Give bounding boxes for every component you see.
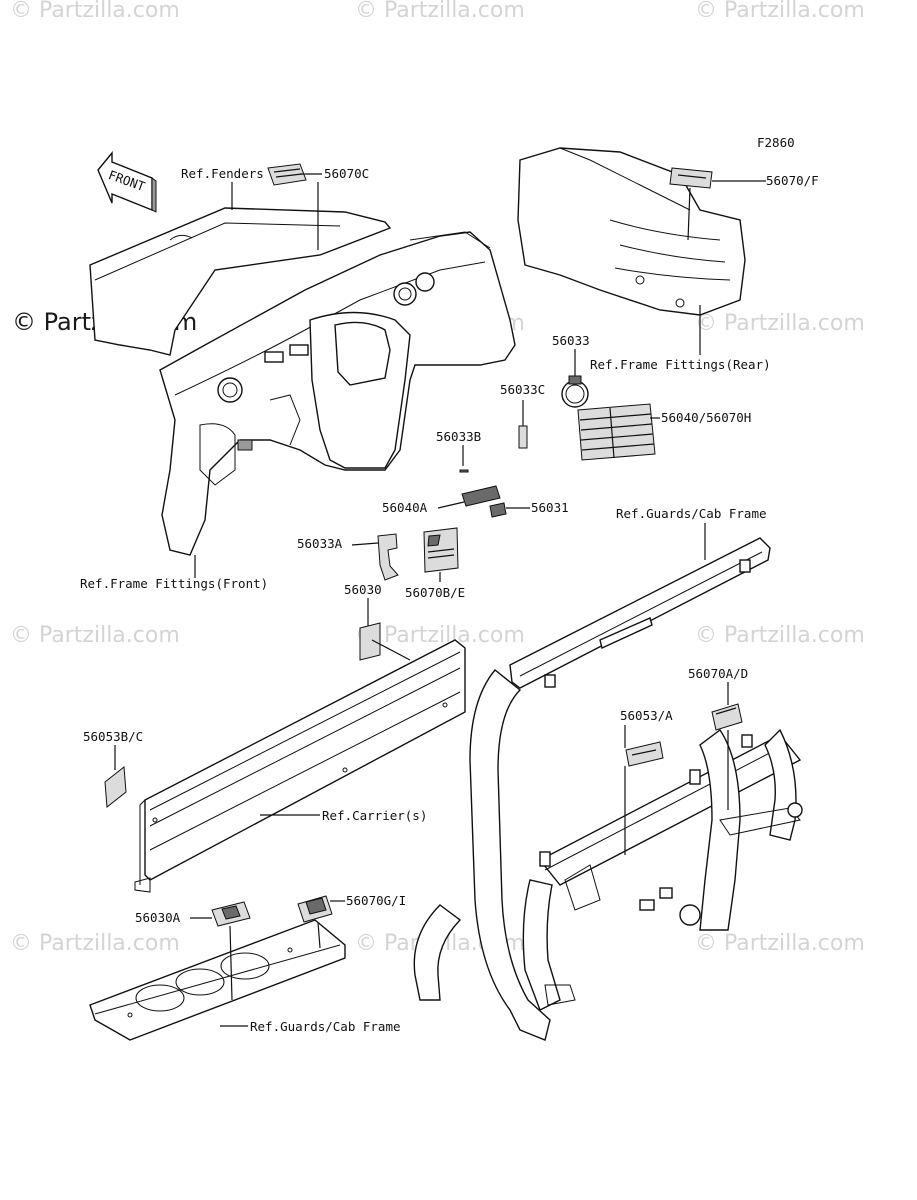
decal-56070GI: [297, 895, 345, 949]
label-56040-56070H: 56040/56070H: [661, 410, 751, 425]
label-ref-fenders: Ref.Fenders: [181, 166, 264, 181]
label-56033: 56033: [552, 333, 590, 348]
label-56030: 56030: [344, 582, 382, 597]
rear-fender-panel: [517, 147, 746, 316]
watermark: © Partzilla.com: [695, 0, 865, 23]
decal-56030A: [190, 901, 251, 1001]
label-ref-guards-cab-2: Ref.Guards/Cab Frame: [250, 1019, 401, 1034]
label-56053BC: 56053B/C: [83, 729, 143, 744]
watermark: © Partzilla.com: [10, 931, 180, 956]
figure-code: F2860: [757, 135, 795, 150]
decal-56031: [489, 502, 530, 518]
label-56070GI: 56070G/I: [346, 893, 406, 908]
label-56070F: 56070/F: [766, 173, 819, 188]
label-56030A: 56030A: [135, 910, 181, 925]
decal-56053BC: [104, 745, 127, 808]
label-ref-frame-front: Ref.Frame Fittings(Front): [80, 576, 268, 591]
decal-56030: [359, 598, 411, 661]
watermark: © Partzilla.com: [355, 0, 525, 23]
dashboard-panel: [89, 207, 516, 556]
watermark: © Partzilla.com: [355, 623, 525, 648]
front-arrow: FRONT: [97, 151, 157, 213]
label-56070BE: 56070B/E: [405, 585, 465, 600]
decal-56070AD: [711, 682, 743, 810]
decal-56070C: [267, 163, 322, 250]
watermark: © Partzilla.com: [695, 311, 865, 336]
decal-56033: [561, 349, 589, 408]
cab-frame: [413, 537, 803, 1041]
label-56070C: 56070C: [324, 166, 369, 181]
label-ref-carriers: Ref.Carrier(s): [322, 808, 427, 823]
label-56033B: 56033B: [436, 429, 481, 444]
decal-56033A: [351, 533, 399, 581]
label-56033A: 56033A: [297, 536, 343, 551]
label-ref-guards-cab-1: Ref.Guards/Cab Frame: [616, 506, 767, 521]
floor-plate: [89, 919, 346, 1041]
watermark: © Partzilla.com: [695, 623, 865, 648]
label-56053A: 56053/A: [620, 708, 673, 723]
watermark: © Partzilla.com: [10, 0, 180, 23]
label-56031: 56031: [531, 500, 569, 515]
watermark: © Partzilla.com: [10, 623, 180, 648]
decal-56033B: [459, 445, 469, 473]
decal-56070F: [669, 167, 766, 241]
label-56033C: 56033C: [500, 382, 545, 397]
carrier-panel: [134, 639, 466, 893]
decal-56033C: [518, 400, 528, 449]
label-56040A: 56040A: [382, 500, 428, 515]
label-ref-frame-rear: Ref.Frame Fittings(Rear): [590, 357, 771, 372]
watermark: © Partzilla.com: [695, 931, 865, 956]
decal-56070BE: [423, 527, 459, 582]
decal-56040A: [437, 485, 501, 509]
decal-56053A: [624, 725, 664, 855]
label-56070AD: 56070A/D: [688, 666, 748, 681]
decal-56040-56070H: [577, 403, 660, 461]
